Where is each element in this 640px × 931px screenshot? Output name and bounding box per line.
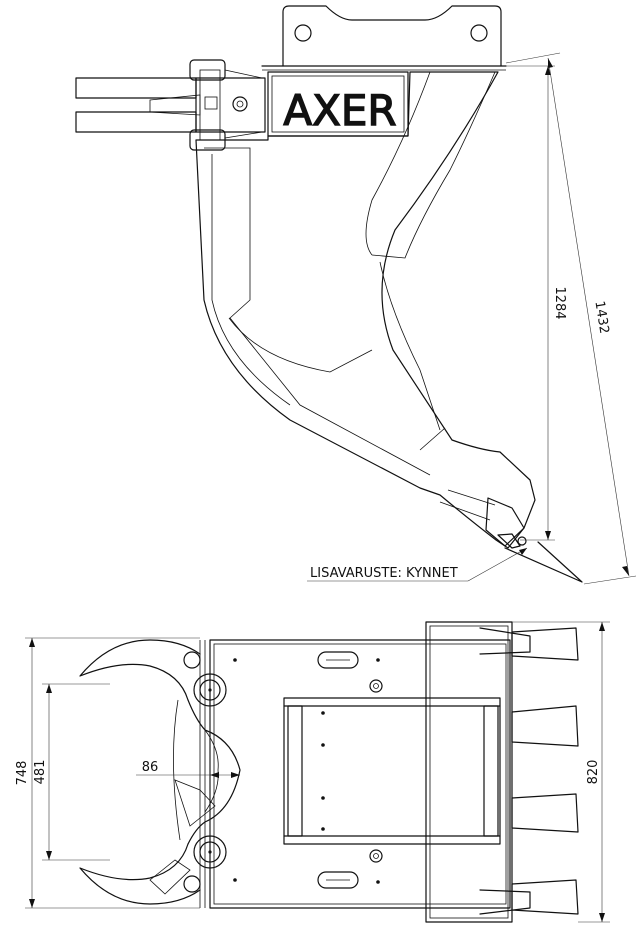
lug-pin-hole-right xyxy=(470,24,488,42)
frame-plate xyxy=(209,639,511,909)
dim-diagonal-label: 1432 xyxy=(591,300,611,335)
ripper-tooth xyxy=(439,489,583,583)
dim-jaw-opening: 481 xyxy=(33,683,110,861)
shank-bracket xyxy=(283,697,501,845)
dim-width-label: 820 xyxy=(586,760,601,785)
coupler-jaws xyxy=(75,59,266,151)
dim-width: 820 xyxy=(512,621,610,923)
ripper-teeth xyxy=(511,627,579,915)
dim-height: 1284 xyxy=(506,65,567,541)
coupler-jaw-top-view xyxy=(79,639,241,905)
frame-slot-bottom xyxy=(317,871,359,889)
frame-slot-top xyxy=(317,651,359,669)
side-view: AXER 1284 xyxy=(75,5,637,585)
accessory-callout: LISAVARUSTE: KYNNET xyxy=(307,547,528,582)
dim-diagonal: 1432 xyxy=(505,52,637,585)
brand-logo: AXER xyxy=(283,86,396,135)
dim-height-label: 1284 xyxy=(552,286,567,319)
ripper-shank xyxy=(195,71,536,549)
dim-pin-offset-label: 86 xyxy=(142,760,159,775)
dim-overall: 748 xyxy=(15,637,200,909)
mounting-lug xyxy=(282,5,502,67)
hydraulic-cylinder-end xyxy=(232,96,248,112)
tooth-holder xyxy=(425,621,513,923)
accessory-callout-label: LISAVARUSTE: KYNNET xyxy=(310,566,458,581)
lug-pin-hole-left xyxy=(294,24,312,42)
top-view: 748 481 86 820 xyxy=(15,621,610,923)
dim-jaw-opening-label: 481 xyxy=(33,760,48,785)
dim-overall-label: 748 xyxy=(15,761,30,786)
dim-pin-offset: 86 xyxy=(136,706,240,836)
